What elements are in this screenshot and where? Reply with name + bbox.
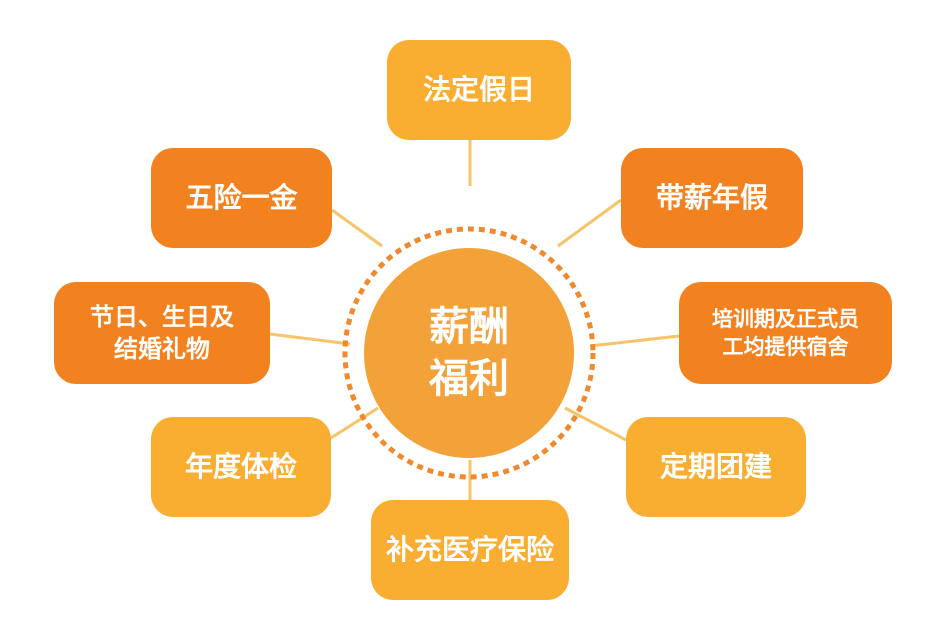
center-title: 薪酬福利	[429, 304, 509, 402]
benefit-label: 法定假日	[422, 73, 535, 107]
benefit-label: 补充医疗保险	[385, 533, 554, 567]
benefit-paid-leave[interactable]: 带薪年假	[621, 148, 803, 248]
benefit-label-line2: 工均提供宿舍	[722, 335, 849, 359]
dotted-ring	[342, 226, 596, 480]
benefit-label-line2: 结婚礼物	[114, 335, 210, 363]
connector-dormitory	[589, 334, 680, 348]
benefit-legal-holidays[interactable]: 法定假日	[387, 40, 571, 140]
benefit-label: 带薪年假	[655, 181, 768, 215]
benefit-health-check[interactable]: 年度体检	[151, 417, 331, 517]
connector-social-insurance	[331, 208, 383, 248]
benefit-holiday-gifts[interactable]: 节日、生日及 结婚礼物	[54, 282, 270, 384]
benefit-label-line1: 节日、生日及	[90, 302, 234, 331]
connector-health-check	[330, 406, 379, 440]
benefit-dormitory[interactable]: 培训期及正式员 工均提供宿舍	[679, 282, 892, 384]
center-circle: 薪酬福利	[364, 248, 574, 458]
benefit-social-insurance[interactable]: 五险一金	[151, 148, 332, 248]
connector-team-building	[564, 406, 627, 442]
benefit-label: 年度体检	[184, 450, 297, 484]
benefit-medical-insurance[interactable]: 补充医疗保险	[371, 500, 569, 600]
benefit-label: 五险一金	[185, 181, 298, 215]
benefit-label-line1: 培训期及正式员	[712, 306, 859, 331]
connector-lines	[269, 140, 680, 500]
benefit-team-building[interactable]: 定期团建	[626, 417, 806, 517]
benefit-label: 定期团建	[659, 450, 772, 484]
connector-holiday-gifts	[269, 332, 351, 346]
connector-paid-leave	[557, 198, 622, 248]
